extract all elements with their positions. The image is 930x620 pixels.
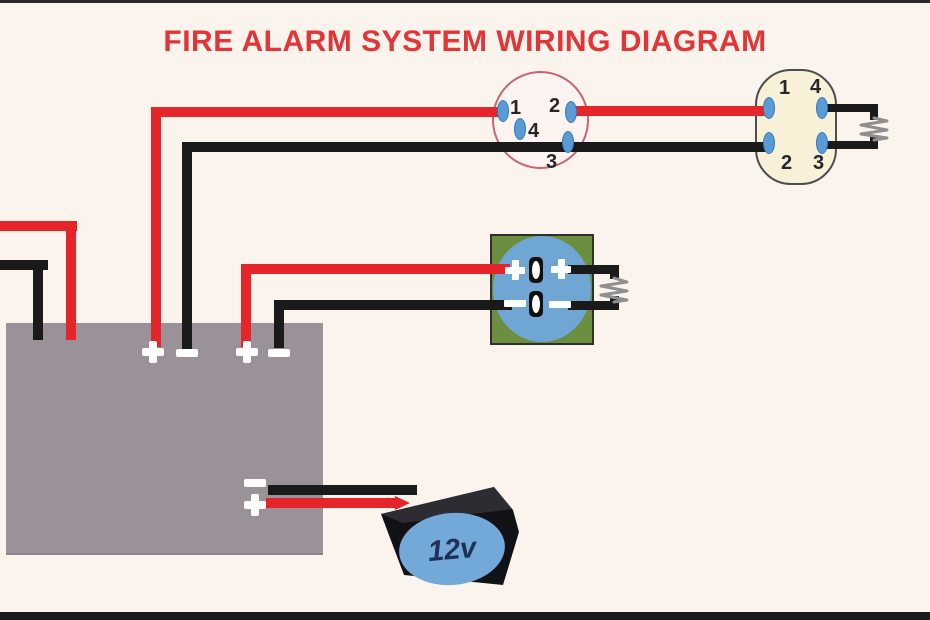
connector-pin-1-label: 1	[779, 77, 791, 99]
battery-voltage-label: 12v	[427, 532, 480, 568]
wire-black-callpoint-loop-top	[568, 265, 619, 274]
wire-black-panel-to-callpoint-vertical	[274, 300, 284, 348]
connector-pin-4	[816, 97, 828, 119]
diagram-title: FIRE ALARM SYSTEM WIRING DIAGRAM	[163, 25, 767, 58]
detector-pin-4-label: 4	[528, 120, 540, 142]
battery-label-disc	[399, 512, 505, 586]
wire-red-panel-to-battery	[266, 498, 398, 508]
connector-pin-4-label: 4	[810, 76, 822, 98]
wire-red-panel-to-callpoint-horizontal	[241, 264, 510, 274]
panel-terminal-plus-2	[236, 341, 258, 363]
detector-pin-3	[562, 131, 574, 153]
wire-black-left-horizontal	[0, 260, 48, 270]
detector-pin-3-label: 3	[546, 151, 558, 173]
wire-red-left-vertical	[66, 221, 76, 340]
letterbox-top	[0, 0, 930, 3]
panel-terminal-minus-1	[176, 349, 198, 357]
wire-red-panel-to-detector-horizontal	[151, 107, 505, 117]
detector-pin-1-label: 1	[510, 97, 522, 119]
wire-black-panel-to-connector-horizontal	[182, 142, 771, 152]
detector-pin-4	[514, 118, 526, 140]
wire-red-panel-to-detector-vertical	[151, 107, 161, 347]
panel-terminal-plus-1	[142, 341, 164, 363]
panel-terminal-minus-2	[268, 349, 290, 357]
battery-12v: 12v	[381, 487, 519, 586]
callpoint-contact-bar-left	[504, 300, 526, 307]
connector-pin-3	[816, 132, 828, 154]
wire-black-panel-to-battery	[268, 485, 417, 495]
connector-pin-2	[763, 132, 775, 154]
wire-black-connector-loop-bottom	[824, 141, 878, 149]
wire-red-left-horizontal	[0, 221, 77, 231]
callpoint-contact-plus-right	[551, 259, 571, 279]
panel-battery-terminal-plus	[244, 494, 266, 516]
wire-black-left-vertical	[33, 260, 43, 340]
control-panel	[6, 323, 323, 555]
detector-pin-1	[497, 100, 509, 122]
wire-black-callpoint-loop-stub-top	[610, 265, 619, 279]
wire-black-connector-loop-stub-top	[870, 104, 878, 120]
call-point-disc	[493, 236, 591, 342]
end-of-line-connector	[755, 69, 837, 185]
detector-pin-2	[565, 101, 577, 123]
panel-battery-terminal-minus	[244, 479, 266, 487]
letterbox-bottom	[0, 612, 930, 620]
connector-pin-1	[763, 97, 775, 119]
wire-black-callpoint-loop-bottom	[568, 301, 619, 310]
wire-black-connector-loop-top	[824, 104, 878, 112]
wire-black-panel-to-detector-vertical	[182, 142, 192, 349]
wire-black-panel-to-callpoint-horizontal	[274, 300, 512, 310]
callpoint-key-slot-top	[529, 257, 543, 283]
connector-pin-3-label: 3	[813, 152, 825, 174]
detector-pin-2-label: 2	[549, 95, 561, 117]
connector-pin-2-label: 2	[781, 152, 793, 174]
wire-red-detector-to-connector	[571, 106, 771, 116]
callpoint-key-slot-bottom	[529, 291, 543, 317]
wire-red-panel-to-callpoint-vertical	[241, 264, 251, 347]
battery-body-shape	[381, 487, 519, 585]
callpoint-contact-bar-right	[549, 301, 571, 308]
callpoint-contact-plus-left	[505, 260, 525, 280]
